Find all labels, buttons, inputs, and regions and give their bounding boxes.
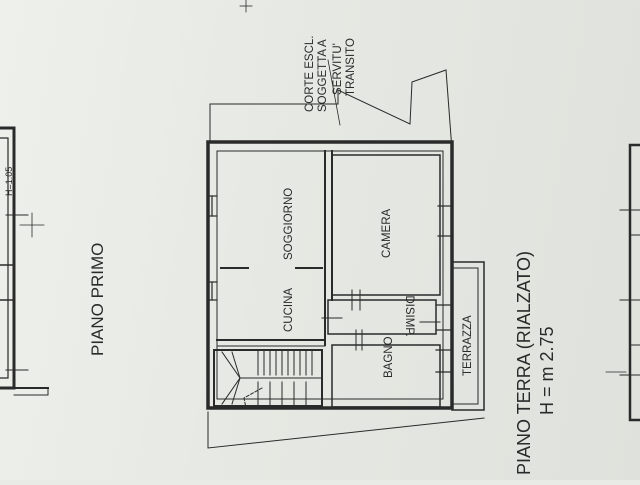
courtyard-note-leader	[327, 59, 341, 126]
courtyard-outline	[209, 69, 453, 151]
bottom-outline	[207, 411, 485, 449]
courtyard-note: CORTE ESCL. SOGGETTA A SERVITU' TRANSITO	[304, 36, 357, 112]
staircase	[213, 349, 323, 409]
doors	[321, 289, 441, 351]
courtyard-note-line-3: SERVITU'	[332, 43, 344, 95]
floor-left-height: H=1.05	[4, 167, 14, 196]
main-building-walls	[206, 140, 485, 411]
room-label-terrazza: TERRAZZA	[462, 315, 474, 376]
crosshair-marks	[19, 0, 627, 373]
floor-left-title: PIANO PRIMO	[88, 243, 107, 356]
room-label-disimpegno: DISIMP.	[403, 295, 415, 336]
courtyard-note-line-1: CORTE ESCL.	[304, 36, 316, 112]
courtyard-note-line-2: SOGGETTA A	[317, 39, 329, 112]
courtyard-note-line-4: TRANSITO	[345, 38, 357, 96]
room-label-soggiorno: SOGGIORNO	[283, 188, 295, 260]
right-partial-plan	[619, 143, 640, 422]
floor-title: PIANO TERRA (RIALZATO)	[514, 251, 534, 475]
floor-height: H = m 2.75	[537, 326, 557, 415]
left-partial-plan	[0, 126, 49, 396]
room-label-cucina: CUCINA	[283, 288, 295, 332]
windows	[207, 195, 453, 373]
room-label-bagno: BAGNO	[383, 336, 395, 378]
interior-walls	[216, 150, 441, 408]
room-label-camera: CAMERA	[381, 208, 393, 258]
